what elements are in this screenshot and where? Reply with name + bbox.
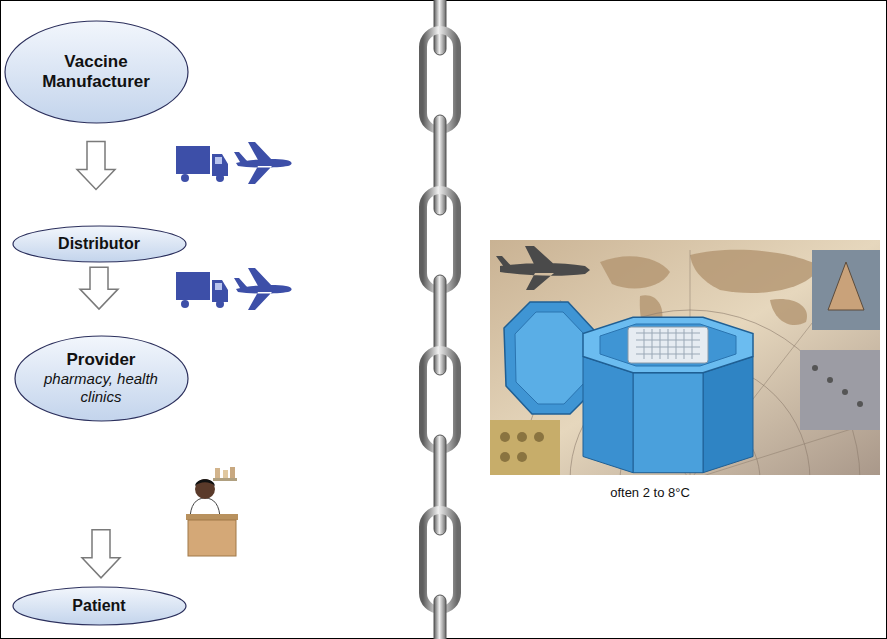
pharmacist-head <box>195 479 215 499</box>
cooler-lid-face <box>515 312 585 404</box>
process-ellipse: Vaccine Manufacturer <box>4 20 189 124</box>
map-continent <box>690 250 820 293</box>
bottle <box>215 468 220 478</box>
chip <box>500 452 510 462</box>
caption-note: often 2 to 8°C <box>540 485 760 500</box>
chain-link <box>434 115 446 215</box>
node-title: Distributor <box>39 234 159 253</box>
flow-arrow <box>82 530 120 578</box>
circuit-board <box>800 350 880 430</box>
board-dot <box>827 377 833 383</box>
node-text: Providerpharmacy, health clinics <box>41 350 161 406</box>
board-dot <box>857 401 863 407</box>
chip <box>517 432 527 442</box>
ellipse-shape <box>15 336 188 421</box>
chip <box>500 432 510 442</box>
counter-top <box>186 514 238 520</box>
flow-arrow <box>77 141 115 189</box>
truck-window <box>215 283 222 290</box>
plane-icon <box>234 268 292 310</box>
node-title: Vaccine Manufacturer <box>33 52 160 93</box>
vial-tray <box>628 327 708 363</box>
process-ellipse: Patient <box>12 586 187 626</box>
shelf <box>213 478 237 481</box>
chart-line <box>560 250 880 475</box>
truck-body <box>176 272 210 300</box>
node-title: Patient <box>39 596 159 615</box>
map-continent <box>600 256 670 288</box>
photo-panel <box>812 250 880 330</box>
cone <box>828 262 864 310</box>
bottle <box>230 467 235 478</box>
process-ellipse: Providerpharmacy, health clinics <box>14 335 189 422</box>
chain-link <box>434 275 446 375</box>
counter <box>188 520 236 556</box>
photo-ground <box>490 240 880 475</box>
truck-wheel <box>181 300 189 308</box>
pharmacist-icon <box>186 467 238 556</box>
plane-icon <box>234 142 292 184</box>
ellipse-shape <box>13 226 186 262</box>
chain-link <box>434 595 446 639</box>
truck-wheel <box>181 174 189 182</box>
truck-icon <box>176 272 228 308</box>
pharmacist-hair <box>195 479 215 486</box>
vial-grid <box>636 329 700 359</box>
node-title: Provider <box>41 350 161 370</box>
node-text: Distributor <box>39 234 159 253</box>
board-dot <box>842 389 848 395</box>
cooler-lid <box>504 302 596 414</box>
node-text: Patient <box>39 596 159 615</box>
chain <box>423 0 457 639</box>
cooler-side <box>703 357 753 473</box>
ellipse-shape <box>5 21 188 123</box>
plane-silhouette <box>496 246 590 290</box>
ellipse-shape <box>13 587 186 625</box>
truck-window <box>215 157 222 164</box>
cooler-front <box>633 373 703 473</box>
truck-wheel <box>216 300 224 308</box>
map-continent <box>770 299 807 325</box>
chain-link <box>434 435 446 535</box>
cooler-top <box>583 317 753 372</box>
flow-arrow <box>80 267 118 309</box>
node-subtitle: pharmacy, health clinics <box>41 370 161 406</box>
process-ellipse: Distributor <box>12 225 187 263</box>
cooler-side <box>583 357 633 473</box>
cooler-rim <box>600 324 736 366</box>
truck-cab <box>212 154 228 176</box>
chip-tray <box>490 420 560 475</box>
board-dot <box>812 365 818 371</box>
chip <box>517 452 527 462</box>
truck-body <box>176 146 210 174</box>
truck-icon <box>176 146 228 182</box>
bottle <box>223 470 228 478</box>
truck-cab <box>212 280 228 302</box>
truck-wheel <box>216 174 224 182</box>
cold-chain-photo <box>490 240 880 475</box>
chip <box>534 432 544 442</box>
node-text: Vaccine Manufacturer <box>33 52 160 93</box>
